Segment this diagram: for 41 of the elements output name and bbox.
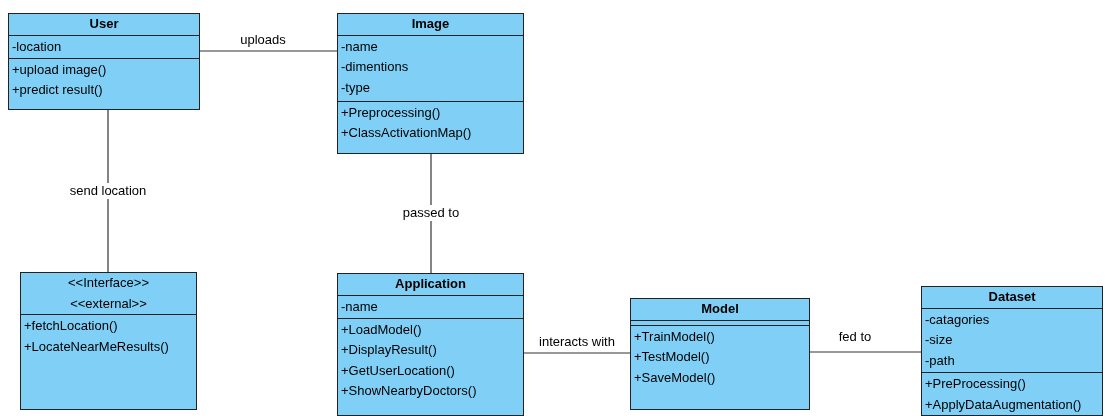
class-box <box>8 13 200 110</box>
stereotype-label: <<external>> <box>70 294 147 313</box>
member-text: +fetchLocation() <box>23 317 118 335</box>
class-box <box>337 273 524 416</box>
member-text: -name <box>340 37 378 56</box>
member-text: +Preprocessing() <box>340 103 441 122</box>
member-text: +ApplyDataAugmentation() <box>924 395 1082 414</box>
member-text: -path <box>924 351 955 370</box>
class-name: Model <box>701 300 739 318</box>
association-line <box>107 109 109 273</box>
class-box <box>337 13 524 154</box>
class-name: Dataset <box>988 288 1036 306</box>
member-text: -name <box>340 297 378 316</box>
member-text: +upload image() <box>11 60 107 79</box>
class-name: Image <box>411 15 450 33</box>
member-text: +GetUserLocation() <box>340 361 455 380</box>
member-text: +ShowNearbyDoctors() <box>340 382 477 400</box>
class-box <box>630 298 810 410</box>
member-text: +ClassActivationMap() <box>340 124 472 142</box>
member-text: +TestModel() <box>633 348 710 366</box>
association-line <box>809 351 922 353</box>
association-line <box>523 352 631 354</box>
member-text: +TrainModel() <box>633 327 715 346</box>
member-text: -type <box>340 78 370 97</box>
class-box <box>20 272 197 410</box>
member-text: -size <box>924 331 953 349</box>
member-text: +LocateNearMeResults() <box>23 337 169 356</box>
class-name: Application <box>395 275 466 293</box>
member-text: +LoadModel() <box>340 320 422 339</box>
class-box <box>921 286 1103 416</box>
member-text: +PreProcessing() <box>924 375 1026 393</box>
association-line <box>430 153 432 274</box>
member-text: -catagories <box>924 310 990 329</box>
member-text: +predict result() <box>11 81 103 99</box>
member-text: -location <box>11 37 62 56</box>
member-text: +DisplayResult() <box>340 341 437 359</box>
class-name: User <box>89 15 119 33</box>
member-text: +SaveModel() <box>633 368 716 387</box>
stereotype-label: <<Interface>> <box>68 274 149 292</box>
member-text: -dimentions <box>340 58 409 76</box>
association-line <box>199 50 338 52</box>
